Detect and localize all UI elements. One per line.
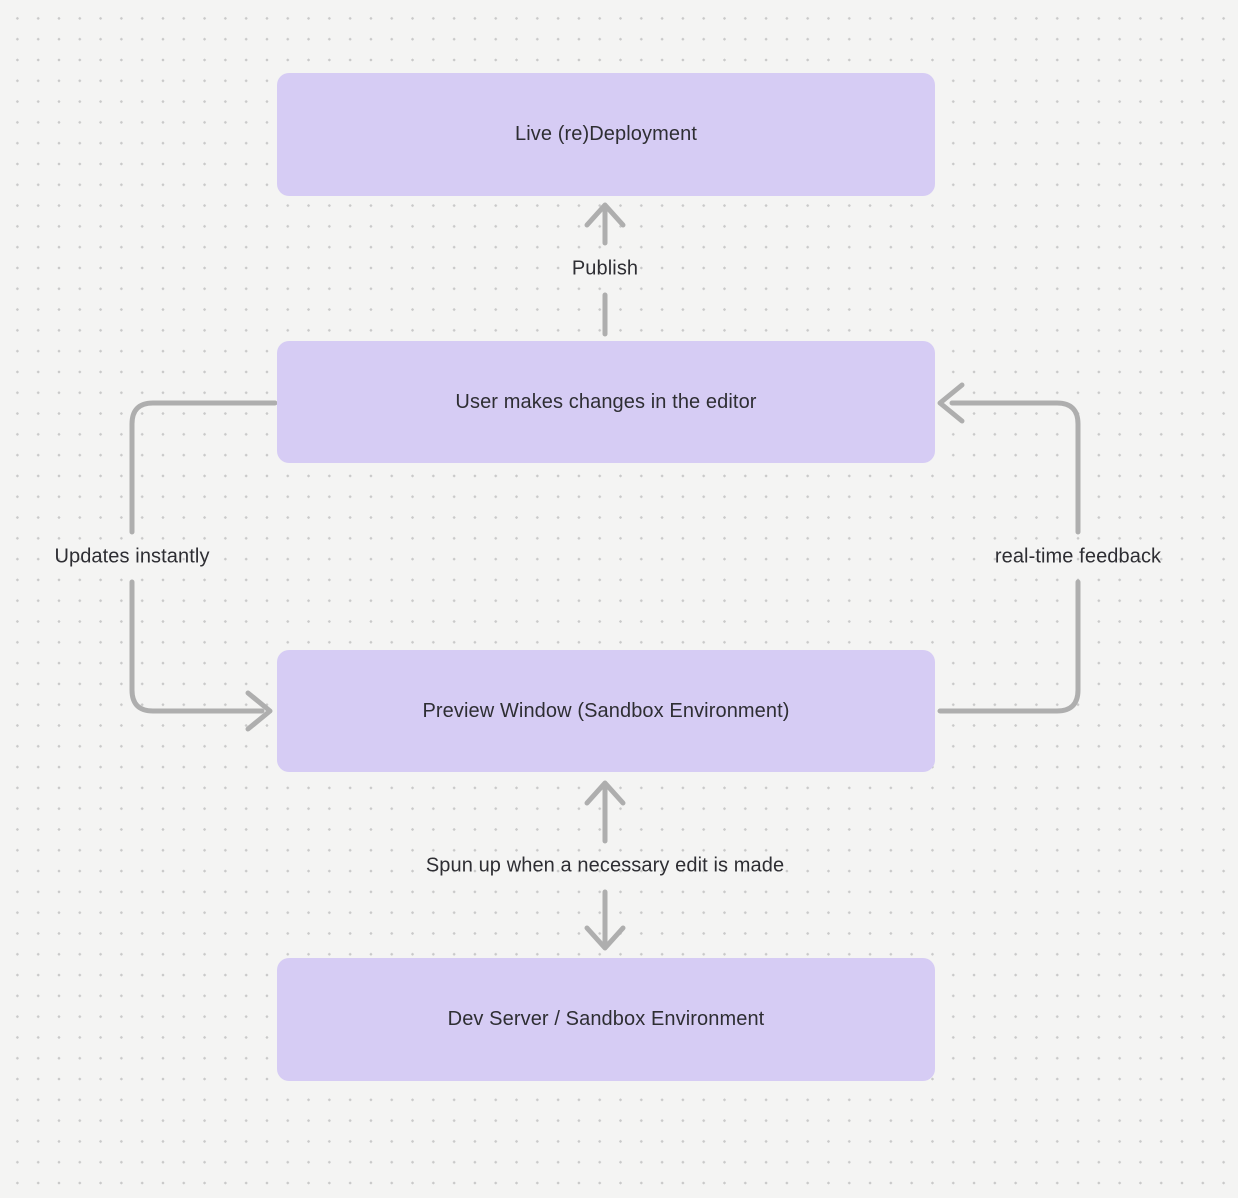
edge-updates-instantly	[129, 400, 278, 732]
node-label: Dev Server / Sandbox Environment	[447, 1008, 765, 1030]
arrowhead-up-icon	[584, 202, 626, 228]
edge-label-realtime-feedback: real-time feedback	[994, 545, 1162, 568]
arrowhead-left-icon	[937, 382, 965, 424]
arrowhead-up-icon	[584, 780, 626, 806]
arrowhead-down-icon	[584, 925, 626, 951]
node-live-redeployment: Live (re)Deployment	[277, 73, 935, 196]
edge-label-publish: Publish	[571, 257, 639, 280]
node-dev-server: Dev Server / Sandbox Environment	[277, 958, 935, 1081]
node-label: Live (re)Deployment	[515, 123, 697, 145]
arrowhead-right-icon	[245, 690, 273, 732]
edge-label-spun-up: Spun up when a necessary edit is made	[425, 854, 785, 877]
node-label: Preview Window (Sandbox Environment)	[422, 699, 790, 722]
edge-spun-up	[584, 780, 626, 951]
edge-publish	[584, 202, 626, 337]
node-editor-changes: User makes changes in the editor	[277, 341, 935, 463]
edge-realtime-feedback	[937, 382, 1081, 714]
edge-label-updates-instantly: Updates instantly	[54, 545, 210, 568]
node-label: User makes changes in the editor	[455, 390, 757, 413]
node-preview-window: Preview Window (Sandbox Environment)	[277, 650, 935, 772]
